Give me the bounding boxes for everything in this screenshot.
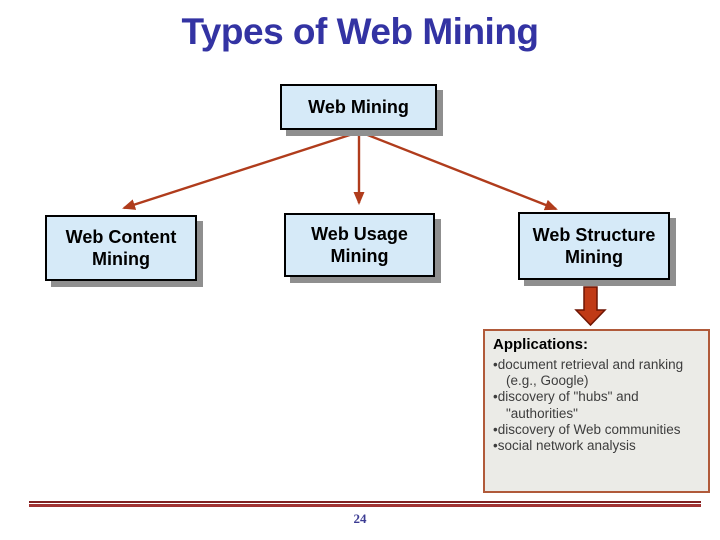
node-web-mining: Web Mining <box>280 84 437 130</box>
page-number: 24 <box>353 511 367 526</box>
block-down-arrow-icon <box>574 286 607 327</box>
node-label: Web Usage Mining <box>311 224 408 266</box>
applications-item: discovery of Web communities <box>493 422 685 438</box>
footer-rule-thick <box>29 504 701 507</box>
applications-item: discovery of "hubs" and "authorities" <box>493 389 685 421</box>
node-label: Web Mining <box>308 97 409 117</box>
applications-heading: Applications: <box>493 336 589 353</box>
node-web-content-mining: Web Content Mining <box>45 215 197 281</box>
arrow-root-to-content-icon <box>122 130 360 210</box>
node-label: Web Content Mining <box>65 227 177 269</box>
applications-list: document retrieval and ranking (e.g., Go… <box>493 357 685 454</box>
node-web-usage-mining: Web Usage Mining <box>284 213 435 277</box>
arrow-root-to-structure-icon <box>359 130 558 211</box>
applications-item: social network analysis <box>493 438 685 454</box>
node-web-structure-mining: Web Structure Mining <box>518 212 670 280</box>
footer-rule-thin <box>29 501 701 503</box>
applications-item: document retrieval and ranking (e.g., Go… <box>493 357 685 389</box>
node-label: Web Structure Mining <box>532 225 656 267</box>
applications-panel: Applications: document retrieval and ran… <box>483 329 710 493</box>
slide-title: Types of Web Mining <box>181 11 539 52</box>
